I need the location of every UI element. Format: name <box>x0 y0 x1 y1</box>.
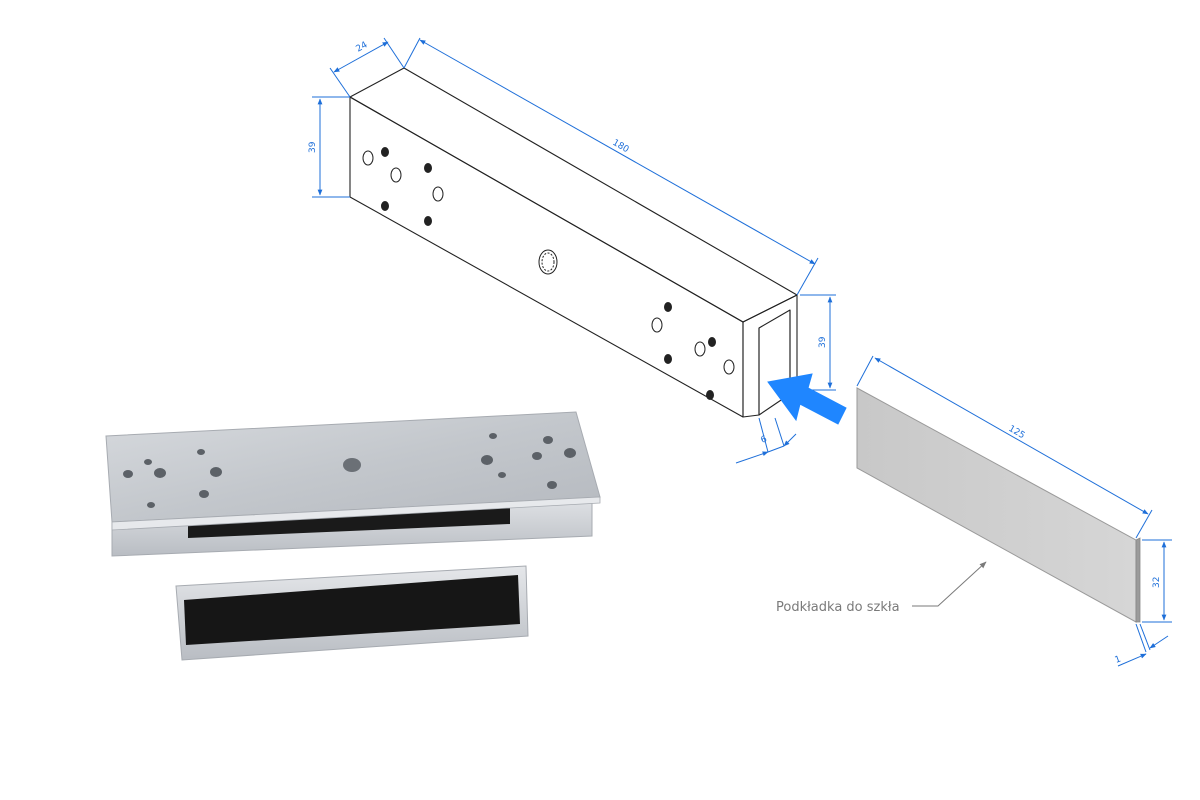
glass-plate-edge <box>1135 537 1141 623</box>
dim-label-6: 6 <box>760 434 769 445</box>
dimension-plate-height: 32 <box>1142 539 1172 623</box>
callout-label: Podkładka do szkła <box>776 600 900 615</box>
blue-arrow-icon <box>767 373 847 425</box>
bracket-top-face <box>349 67 798 323</box>
dim-label-32: 32 <box>1152 577 1162 588</box>
bracket-photo <box>105 411 601 557</box>
dim-label-180: 180 <box>611 138 631 155</box>
u-bracket-drawing <box>349 67 798 418</box>
dimension-plate-thickness: 1 <box>1114 623 1169 667</box>
bracket-photo-holes <box>123 433 576 508</box>
glass-pad-photo <box>175 565 529 661</box>
dimension-bracket-height-front: 39 <box>308 96 350 198</box>
dim-label-1: 1 <box>1114 654 1123 665</box>
glass-pad-photo-rubber <box>184 575 520 645</box>
dimension-bracket-length: 180 <box>403 37 819 296</box>
bracket-holes-left <box>362 147 444 226</box>
dim-label-39-front: 39 <box>308 141 318 153</box>
bracket-holes-right <box>651 302 735 400</box>
dim-label-24: 24 <box>355 40 370 55</box>
glass-plate-face <box>856 387 1137 623</box>
bracket-center-hole <box>538 249 558 275</box>
glass-pad-callout: Podkładka do szkła <box>776 561 987 615</box>
dimension-slot-width: 6 <box>735 417 797 464</box>
dim-label-39-side: 39 <box>818 336 828 348</box>
glass-plate <box>856 387 1141 623</box>
